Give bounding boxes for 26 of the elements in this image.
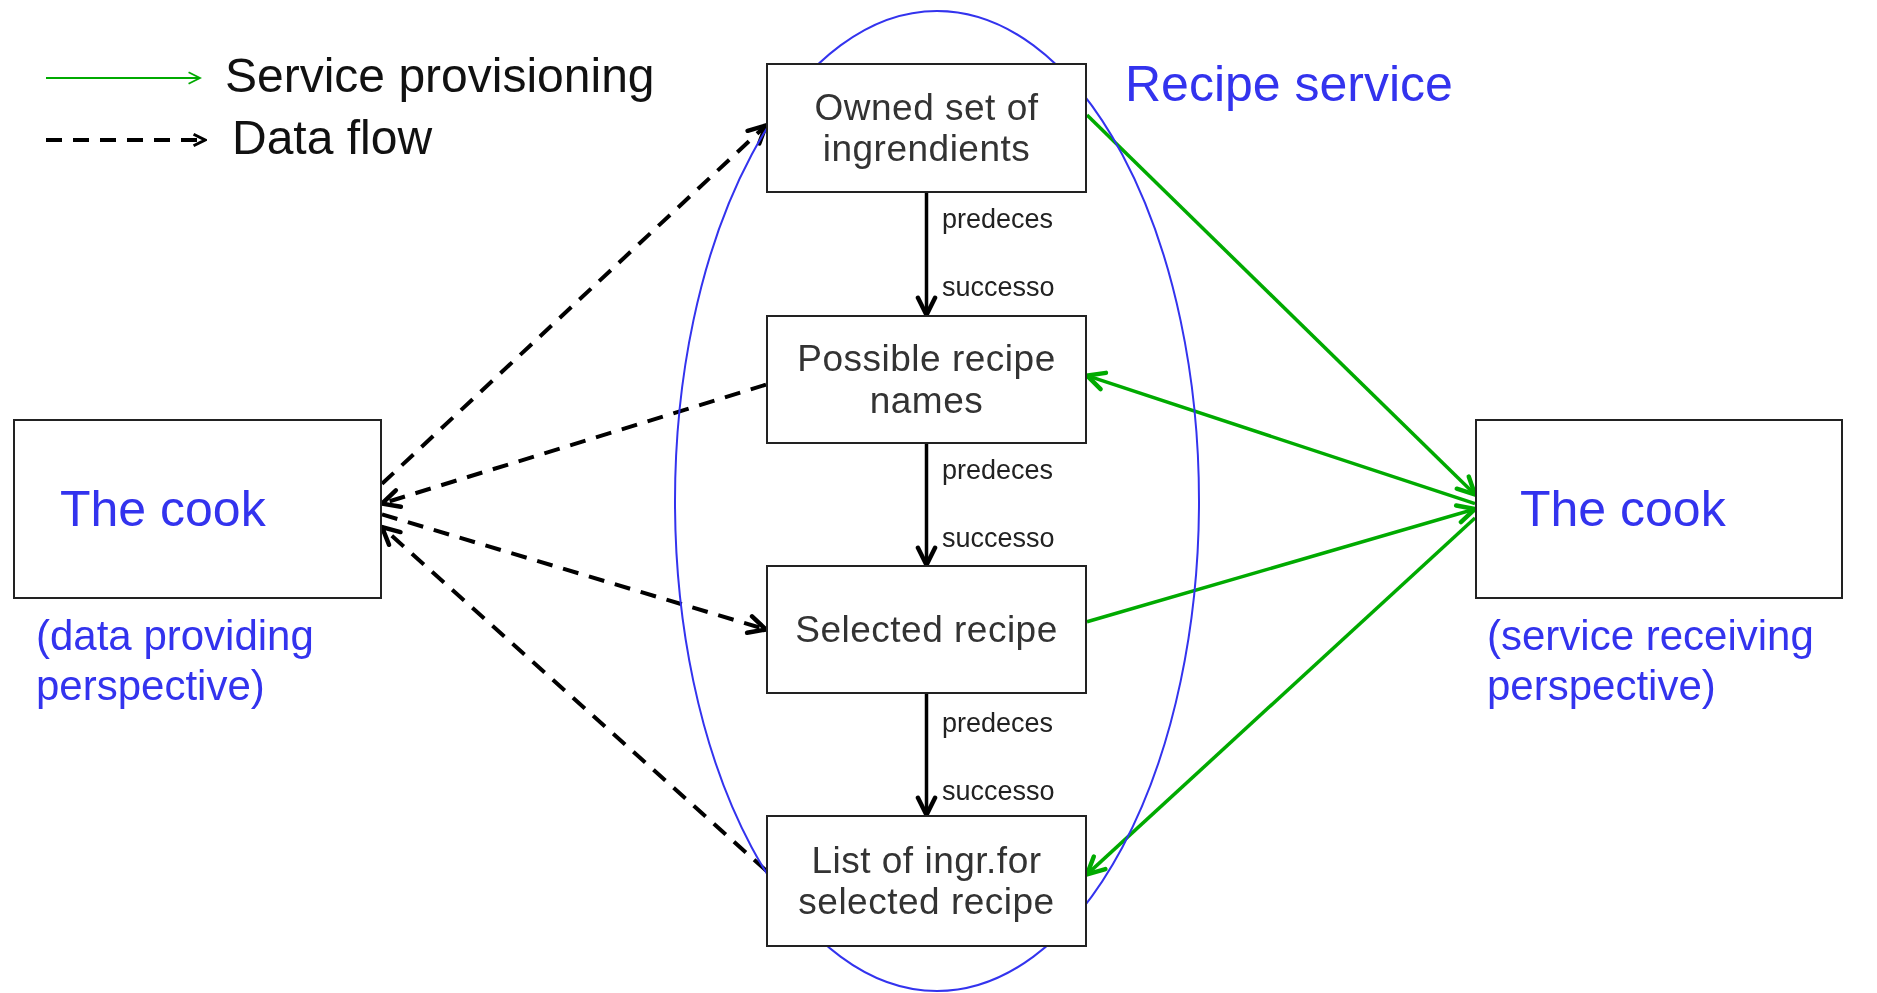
node-label: List of ingr.for selected recipe [797, 839, 1056, 923]
edge-end-label: successo [942, 523, 1055, 554]
node-label: Possible recipe names [796, 338, 1057, 421]
process-box [766, 565, 1087, 694]
node-label: Owned set of ingrendients [813, 86, 1040, 170]
arrow [915, 694, 938, 818]
actor-box [1475, 419, 1843, 599]
arrow [915, 193, 938, 318]
legend-label: Service provisioning [225, 48, 655, 103]
node-label: Selected recipe [795, 608, 1058, 651]
arrow [915, 444, 938, 568]
group-title: Recipe service [1125, 55, 1453, 113]
node-label: The cook [1520, 480, 1726, 538]
edge-end-label: successo [942, 272, 1055, 303]
edge-end-label: predeces [942, 708, 1054, 739]
node-caption: (data providing perspective) [36, 611, 315, 711]
process-box [766, 315, 1087, 444]
process-box [766, 815, 1087, 947]
node-label: The cook [60, 480, 266, 538]
legend-label: Data flow [232, 110, 433, 165]
node-caption: (service receiving perspective) [1487, 611, 1815, 711]
edge-end-label: predeces [942, 204, 1054, 235]
process-box [766, 63, 1087, 193]
edge-end-label: predeces [942, 455, 1054, 486]
edge-end-label: successo [942, 776, 1055, 807]
actor-box [13, 419, 382, 599]
